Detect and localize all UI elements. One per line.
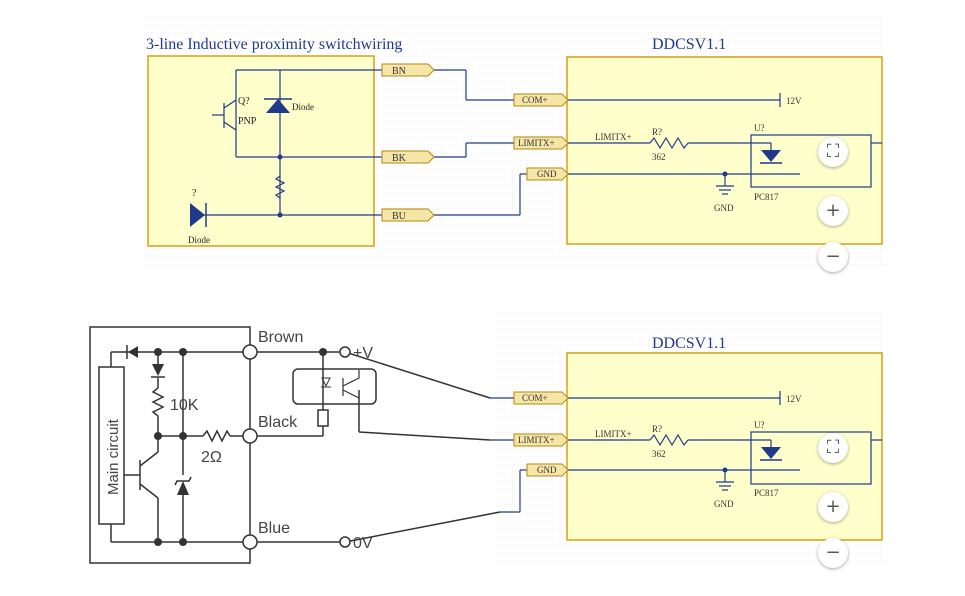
bottom-zener-icon: [177, 481, 189, 495]
bottom-resistor-2ohm: 2Ω: [201, 449, 222, 466]
top-opto-led-icon: [761, 150, 781, 162]
bottom-wire-brown: Brown: [258, 329, 303, 346]
zoom-in-button-top[interactable]: +: [818, 196, 848, 226]
zoom-out-icon: −: [825, 542, 841, 563]
bottom-resistor-value: 362: [652, 449, 666, 459]
bottom-sensor-schematic: [89, 326, 501, 564]
zoom-in-button-bottom[interactable]: +: [818, 492, 848, 522]
top-diode-icon: [266, 99, 290, 113]
zoom-out-icon: −: [825, 246, 841, 267]
bottom-resistor-10k: 10K: [170, 397, 199, 414]
bottom-plus-v: +V: [353, 345, 373, 362]
top-port-bk: BK: [392, 153, 407, 164]
bottom-supply-label: 12V: [786, 394, 802, 404]
top-sensor-wiring: [196, 69, 527, 216]
bottom-wire-blue: Blue: [258, 520, 290, 537]
bottom-port-limit: LIMITX+: [518, 435, 555, 445]
top-opto-ref: U?: [754, 123, 765, 133]
top-board-ports: [513, 93, 569, 181]
top-diode2-icon: [190, 203, 205, 227]
top-sensor-box: [147, 55, 375, 247]
bottom-opto-led-icon: [321, 377, 331, 388]
top-title: 3-line Inductive proximity switchwiring: [146, 36, 402, 53]
bottom-junction-dots: [154, 348, 327, 546]
bottom-board-title: DDCSV1.1: [652, 335, 726, 352]
top-transistor-ref: Q?: [238, 96, 250, 107]
top-resistor-value: 362: [652, 152, 666, 162]
top-board-wiring: [568, 93, 882, 195]
bottom-opto-led-icon-board: [761, 447, 781, 459]
bottom-diode-icon: [128, 346, 138, 358]
bottom-net-label: LIMITX+: [595, 429, 632, 439]
bottom-board-wiring: [568, 391, 882, 491]
top-board-title: DDCSV1.1: [652, 36, 726, 53]
top-diode2-ref: ?: [192, 188, 197, 199]
top-transistor-type: PNP: [238, 116, 257, 127]
top-opto-part: PC817: [754, 192, 779, 202]
bottom-main-circuit-label: Main circuit: [105, 418, 122, 495]
recenter-button-top[interactable]: ⛶: [818, 137, 848, 167]
recenter-button-bottom[interactable]: ⛶: [818, 433, 848, 463]
bottom-diode2-icon: [152, 364, 164, 376]
bottom-port-com: COM+: [522, 393, 548, 403]
top-port-limit: LIMITX+: [518, 138, 555, 148]
zoom-out-button-bottom[interactable]: −: [818, 538, 848, 568]
bottom-board-ports: [513, 391, 569, 477]
bottom-opto-part: PC817: [754, 488, 779, 498]
bottom-port-gnd: GND: [537, 465, 557, 475]
recenter-icon: ⛶: [826, 141, 840, 162]
top-resistor-ref: R?: [652, 127, 662, 137]
recenter-icon: ⛶: [826, 437, 840, 458]
top-gnd-label: GND: [714, 203, 734, 213]
bottom-opto-ref: U?: [754, 420, 765, 430]
top-port-com: COM+: [522, 95, 548, 105]
bottom-wire-black: Black: [258, 414, 298, 431]
bottom-resistor-ref: R?: [652, 424, 662, 434]
zoom-in-icon: +: [825, 200, 841, 221]
top-port-bu: BU: [392, 211, 407, 222]
top-port-gnd: GND: [537, 169, 557, 179]
top-port-bn: BN: [392, 66, 406, 77]
bottom-gnd-label: GND: [714, 499, 734, 509]
bottom-terminals: [242, 344, 351, 550]
top-supply-label: 12V: [786, 96, 802, 106]
top-diode2-label: Diode: [188, 235, 210, 245]
top-net-label: LIMITX+: [595, 132, 632, 142]
zoom-in-icon: +: [825, 496, 841, 517]
bottom-board-connectors: [490, 397, 527, 513]
top-diode-label: Diode: [292, 102, 314, 112]
top-sensor-ports: [381, 63, 435, 222]
zoom-out-button-top[interactable]: −: [818, 242, 848, 272]
bottom-zero-v: 0V: [353, 535, 373, 552]
